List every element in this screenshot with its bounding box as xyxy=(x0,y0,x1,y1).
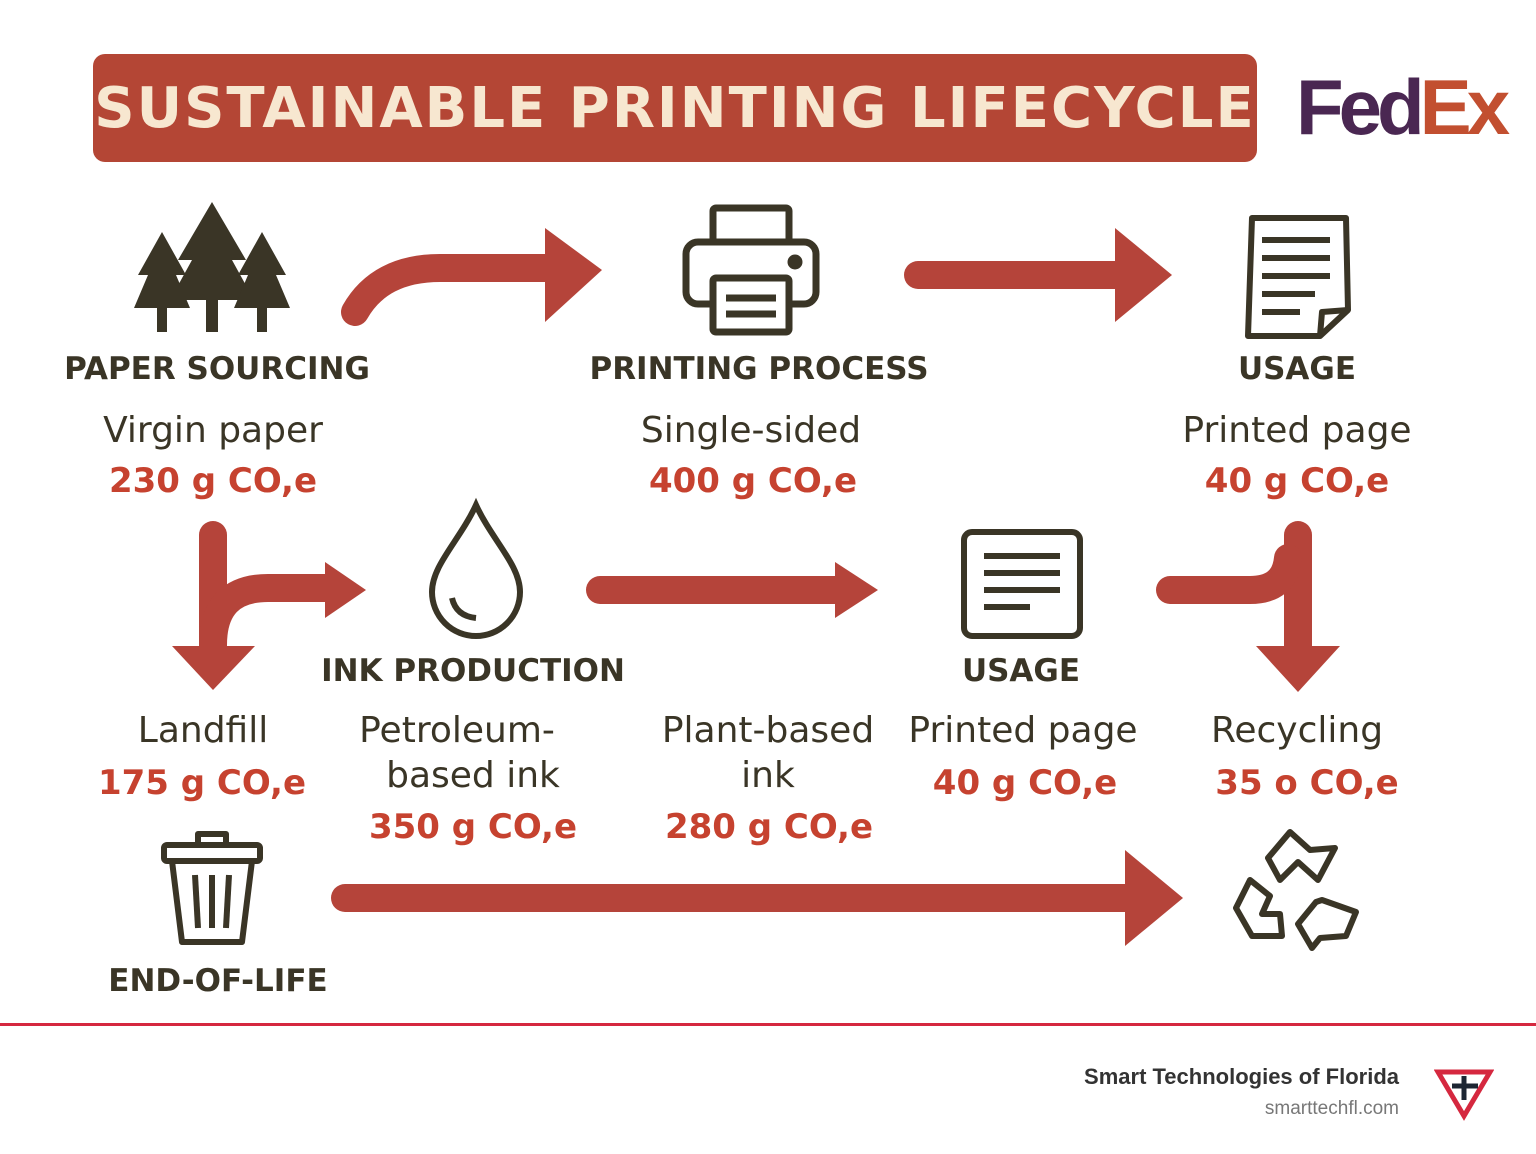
usage-desc: Printed page xyxy=(1182,410,1412,451)
petroleum-ink-desc-1: Petroleum- xyxy=(359,710,555,751)
printing-process-value: 400 g CO,e xyxy=(648,461,858,501)
arrow-branch-to-ink xyxy=(199,574,344,659)
paper-sourcing-value: 230 g CO,e xyxy=(108,461,318,501)
page-title: SUSTAINABLE PRINTING LIFECYCLE xyxy=(94,75,1256,141)
recycle-icon xyxy=(1233,829,1359,951)
petroleum-ink-value: 350 g CO,e xyxy=(368,807,578,847)
ink-production-heading: INK PRODUCTION xyxy=(321,653,625,689)
document-icon xyxy=(1245,215,1351,339)
usage-heading-2: USAGE xyxy=(961,653,1081,689)
arrowhead xyxy=(325,562,366,618)
usage-desc-2: Printed page xyxy=(908,710,1138,751)
usage-value-2: 40 g CO,e xyxy=(932,763,1118,803)
footer-url[interactable]: smarttechfl.com xyxy=(1264,1098,1399,1119)
petroleum-ink-desc-2: based ink xyxy=(386,755,560,796)
plant-ink-value: 280 g CO,e xyxy=(664,807,874,847)
arrowhead xyxy=(1125,850,1183,946)
footer-divider xyxy=(0,1023,1536,1026)
paper-sourcing-desc: Virgin paper xyxy=(103,410,323,451)
company-logo-icon xyxy=(1434,1069,1494,1121)
printing-process-desc: Single-sided xyxy=(640,410,862,451)
plant-ink-desc-1: Plant-based xyxy=(661,710,875,751)
arrowhead xyxy=(1256,646,1340,692)
recycling-desc: Recycling xyxy=(1210,710,1384,751)
arrow-branch-from-usage xyxy=(1156,544,1302,604)
document-icon-2 xyxy=(961,529,1083,639)
usage-heading: USAGE xyxy=(1237,351,1357,387)
ink-drop-icon xyxy=(428,497,524,639)
arrowhead xyxy=(172,646,255,690)
paper-sourcing-heading: PAPER SOURCING xyxy=(64,351,370,387)
landfill-value: 175 g CO,e xyxy=(97,763,307,803)
end-of-life-heading: END-OF-LIFE xyxy=(108,963,328,999)
plant-ink-desc-2: ink xyxy=(741,755,795,796)
arrowhead xyxy=(835,562,878,618)
arrowhead xyxy=(1115,228,1172,322)
arrow-sourcing-to-printing xyxy=(341,254,569,326)
printing-process-heading: PRINTING PROCESS xyxy=(589,351,929,387)
trees-icon xyxy=(134,202,290,332)
fedex-logo: FedEx xyxy=(1296,63,1510,151)
recycling-value: 35 o CO,e xyxy=(1215,763,1399,803)
printer-icon xyxy=(682,204,820,336)
landfill-desc: Landfill xyxy=(137,710,269,751)
footer-company: Smart Technologies of Florida xyxy=(1084,1064,1399,1089)
trash-icon xyxy=(161,831,263,945)
usage-value: 40 g CO,e xyxy=(1204,461,1390,501)
title-banner: SUSTAINABLE PRINTING LIFECYCLE xyxy=(93,54,1257,162)
arrowhead xyxy=(545,228,602,322)
